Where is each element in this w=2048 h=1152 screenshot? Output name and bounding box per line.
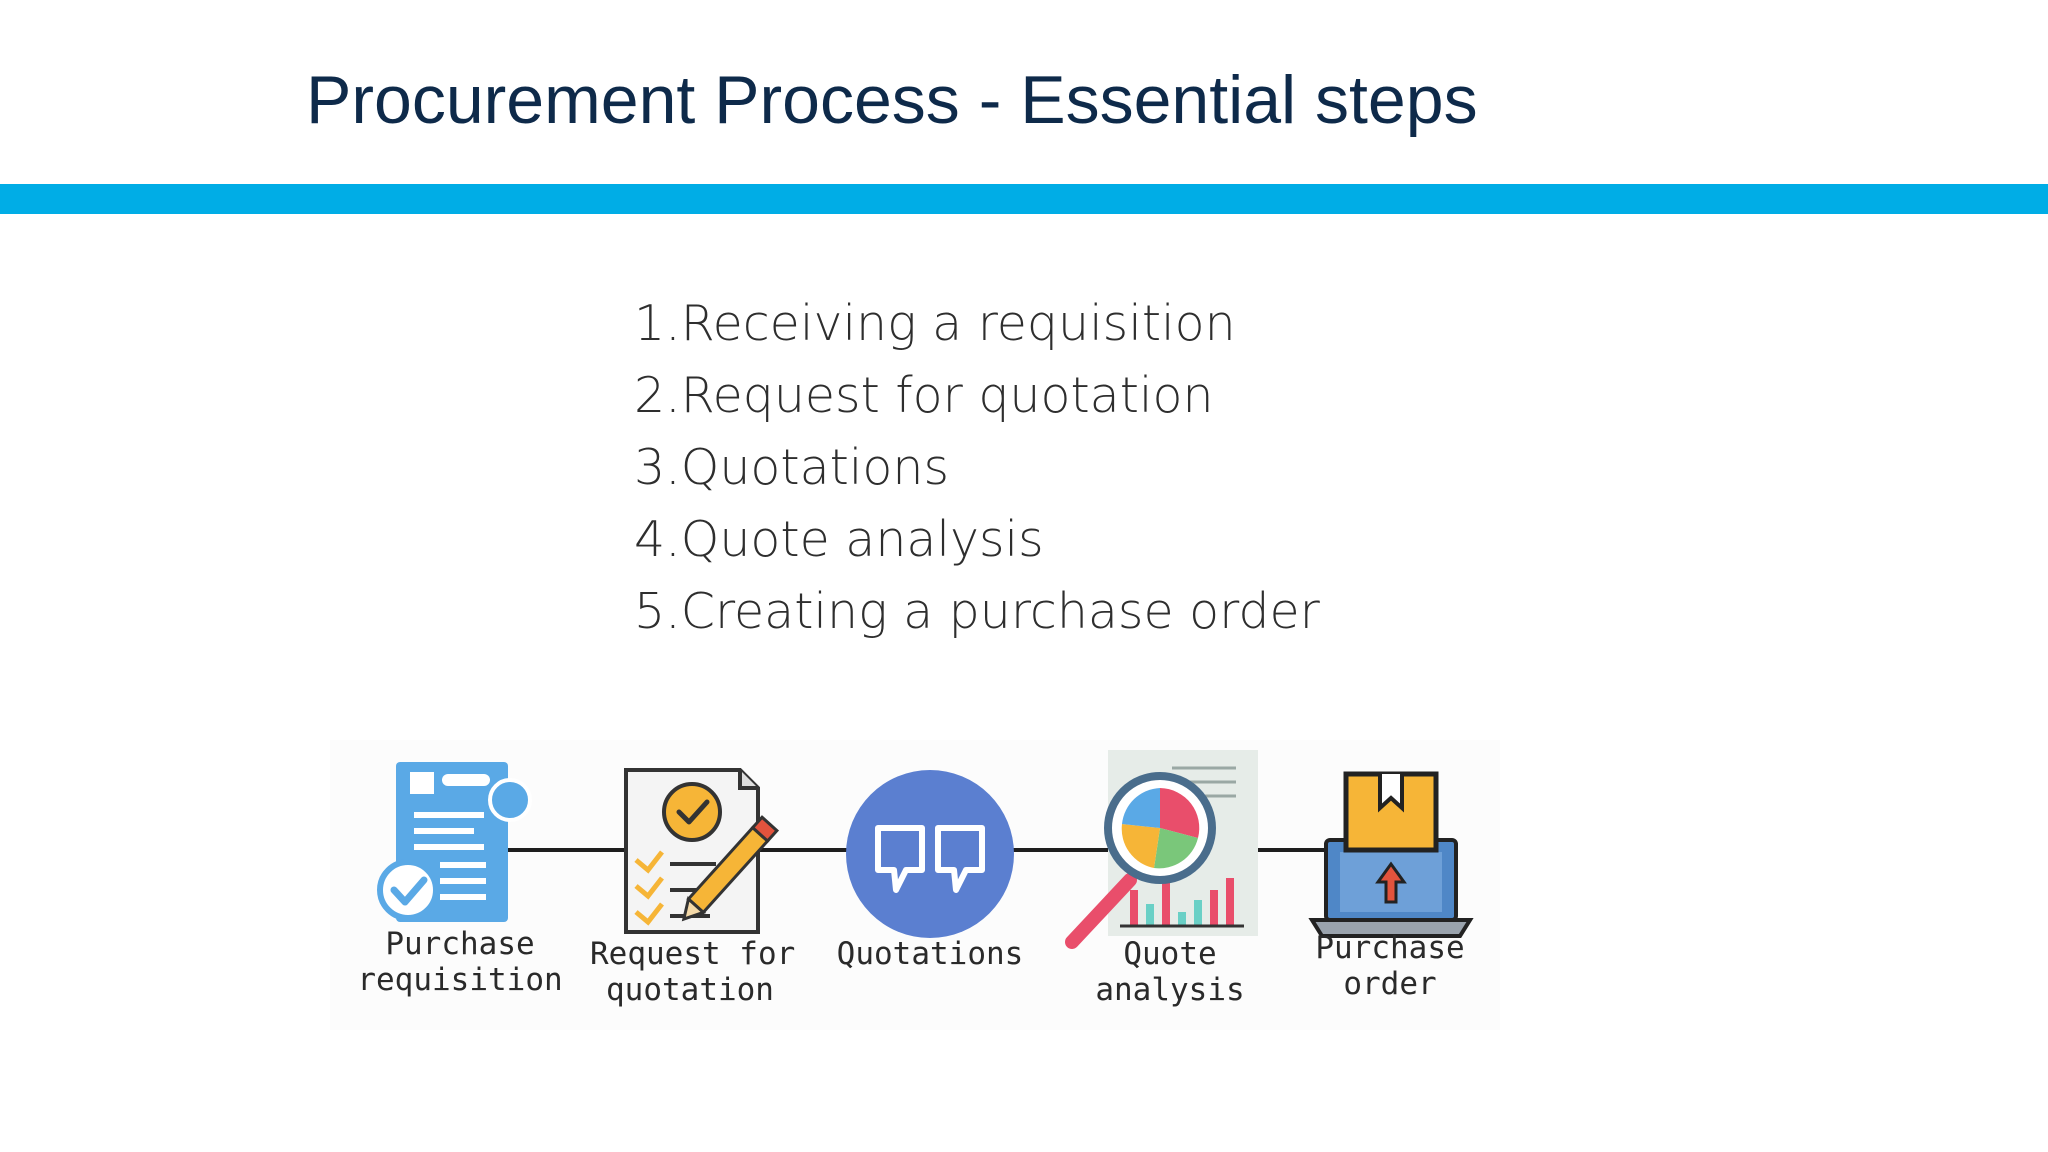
laptop-package-icon [1308,771,1474,938]
checklist-pencil-icon [624,768,780,934]
magnifier-chart-icon [1065,750,1258,949]
flow-label-purchase-requisition: Purchase requisition [357,926,563,998]
quote-bubbles-icon [846,770,1014,938]
slide-title: Procurement Process - Essential steps [306,62,1478,138]
flow-label-purchase-order: Purchase order [1315,930,1465,1002]
step-item: 5.Creating a purchase order [634,583,1320,640]
steps-list: 1.Receiving a requisition 2.Request for … [634,288,1320,648]
flow-label-quotations: Quotations [836,936,1024,972]
step-item: 2.Request for quotation [634,367,1214,424]
document-check-icon [377,762,532,922]
step-item: 4.Quote analysis [634,511,1044,568]
step-item: 1.Receiving a requisition [634,295,1236,352]
process-flow-graphic: Purchase requisition Request for quotati… [330,740,1500,1030]
process-flow-svg [377,750,1474,949]
flow-label-quote-analysis: Quote analysis [1095,936,1245,1008]
step-item: 3.Quotations [634,439,949,496]
title-underline-bar [0,184,2048,214]
flow-label-request-for-quotation: Request for quotation [590,936,796,1008]
